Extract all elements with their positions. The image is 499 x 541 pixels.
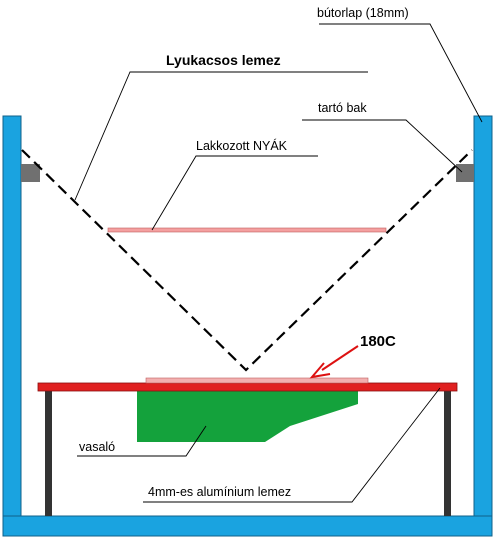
label-nyak: Lakkozott NYÁK — [196, 138, 288, 153]
lacquered-pcb — [107, 227, 387, 233]
leader-lyukacsos — [74, 71, 368, 201]
bottom-board — [2, 515, 493, 537]
left-wall — [2, 115, 22, 537]
label-tarto: tartó bak — [318, 101, 367, 115]
temperature-arrow-shaft — [321, 345, 359, 371]
leader-butorlap — [319, 23, 483, 123]
label-aluminium: 4mm-es alumínium lemez — [148, 485, 291, 499]
leg-right — [444, 390, 451, 516]
top-pcb-plate — [145, 377, 369, 384]
leader-tarto — [302, 119, 463, 173]
label-temperature: 180C — [360, 333, 396, 350]
right-wall — [473, 115, 493, 537]
label-vasalo: vasaló — [79, 440, 115, 454]
label-lyukacsos: Lyukacsos lemez — [166, 52, 281, 68]
perforated-sheet — [21, 149, 473, 372]
leader-nyak — [151, 155, 318, 231]
temperature-arrowhead — [309, 362, 331, 379]
leader-vasalo — [77, 425, 207, 457]
leg-left — [45, 390, 52, 516]
bracket-left — [21, 164, 40, 182]
label-butorlap: bútorlap (18mm) — [317, 6, 409, 20]
bracket-right — [456, 164, 474, 182]
iron-body — [137, 390, 358, 442]
leader-aluminium — [143, 387, 441, 503]
aluminium-plate — [37, 382, 458, 392]
